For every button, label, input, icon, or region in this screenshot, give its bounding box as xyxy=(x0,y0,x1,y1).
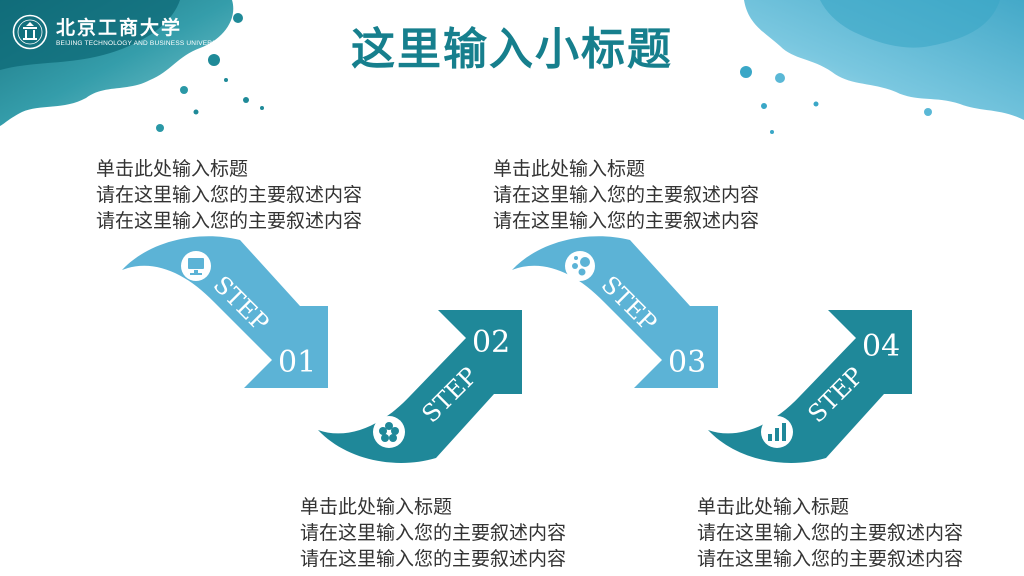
step-2-arrow: STEP 02 xyxy=(318,310,522,463)
step-3-line-1: 请在这里输入您的主要叙述内容 xyxy=(493,184,760,206)
step-4-line-1: 请在这里输入您的主要叙述内容 xyxy=(697,522,964,544)
step-1-line-1: 请在这里输入您的主要叙述内容 xyxy=(96,184,363,206)
step-2-line-2: 请在这里输入您的主要叙述内容 xyxy=(300,548,567,570)
step-3-line-2: 请在这里输入您的主要叙述内容 xyxy=(493,210,760,232)
logo-chinese-name: 北京工商大学 xyxy=(56,16,183,39)
step-3-arrow: STEP 03 xyxy=(512,236,718,388)
top-right-ink-splash xyxy=(740,0,1024,134)
step-4-arrow: STEP 04 xyxy=(708,310,912,463)
step-2-number: 02 xyxy=(472,325,510,360)
step-3-heading: 单击此处输入标题 xyxy=(493,158,646,180)
step-4-heading: 单击此处输入标题 xyxy=(697,496,850,518)
university-logo: 北京工商大学 BEIJING TECHNOLOGY AND BUSINESS U… xyxy=(12,12,227,52)
step-1-text: 单击此处输入标题 请在这里输入您的主要叙述内容 请在这里输入您的主要叙述内容 xyxy=(96,156,426,234)
step-1-number: 01 xyxy=(278,345,316,380)
step-3-icon-circle xyxy=(565,251,595,281)
step-3-number: 03 xyxy=(668,345,706,380)
flower-icon xyxy=(379,422,399,442)
step-4-number: 04 xyxy=(862,329,900,364)
bar-chart-icon xyxy=(768,423,786,441)
university-emblem-icon xyxy=(12,14,48,50)
logo-english-name: BEIJING TECHNOLOGY AND BUSINESS UNIVERSI… xyxy=(56,39,228,47)
top-left-ink-splash xyxy=(0,0,264,132)
bubbles-icon xyxy=(572,256,590,276)
step-2-line-1: 请在这里输入您的主要叙述内容 xyxy=(300,522,567,544)
monitor-icon xyxy=(188,258,204,275)
step-2-text: 单击此处输入标题 请在这里输入您的主要叙述内容 请在这里输入您的主要叙述内容 xyxy=(300,494,630,572)
step-2-heading: 单击此处输入标题 xyxy=(300,496,453,518)
step-3-text: 单击此处输入标题 请在这里输入您的主要叙述内容 请在这里输入您的主要叙述内容 xyxy=(493,156,823,234)
step-4-line-2: 请在这里输入您的主要叙述内容 xyxy=(697,548,964,570)
step-4-text: 单击此处输入标题 请在这里输入您的主要叙述内容 请在这里输入您的主要叙述内容 xyxy=(697,494,1024,572)
step-1-arrow: STEP 01 xyxy=(122,236,328,388)
page-title: 这里输入小标题 xyxy=(351,24,673,75)
step-1-line-2: 请在这里输入您的主要叙述内容 xyxy=(96,210,363,232)
step-1-heading: 单击此处输入标题 xyxy=(96,158,249,180)
